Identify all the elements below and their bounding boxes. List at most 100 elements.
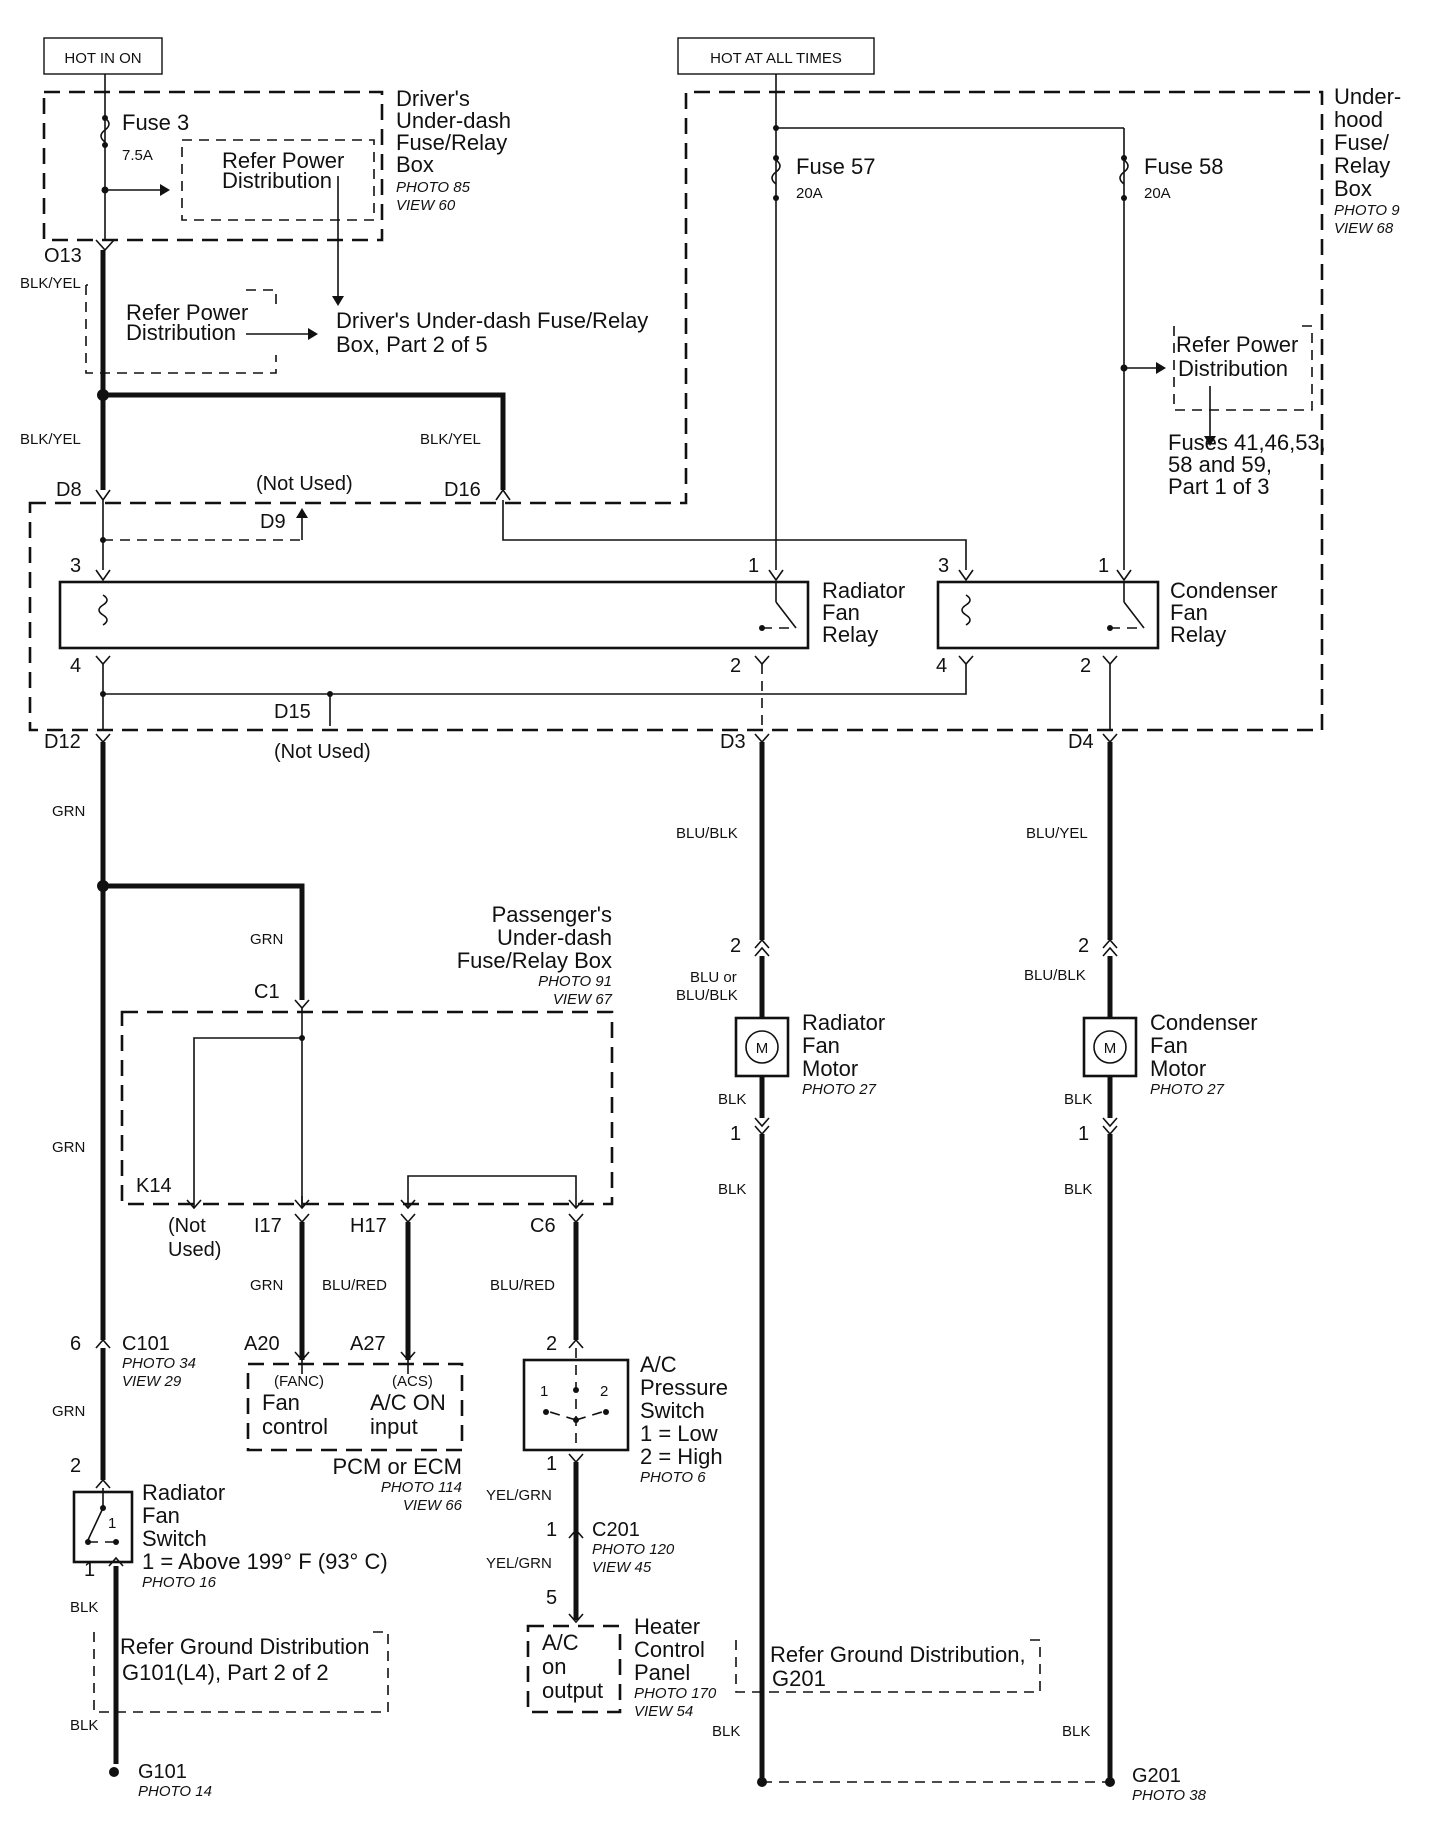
rad-switch-t2: Fan <box>142 1503 180 1528</box>
g101-refer2: G101(L4), Part 2 of 2 <box>122 1660 329 1685</box>
connector-k14: K14 <box>136 1175 172 1197</box>
ac-switch-t2: Pressure <box>640 1375 728 1400</box>
rad-switch-t4: 1 = Above 199° F (93° C) <box>142 1549 388 1574</box>
rad-motor-pin1: 1 <box>730 1123 741 1145</box>
heater-box3: output <box>542 1678 603 1703</box>
rad-relay-title1: Radiator <box>822 578 905 603</box>
wire-yel-grn-2: YEL/GRN <box>486 1555 552 1572</box>
wire-blu-blk-2: BLU/BLK <box>676 987 738 1004</box>
underhood-view: VIEW 68 <box>1334 220 1394 237</box>
condenser-fan-motor: M Condenser Fan Motor PHOTO 27 <box>1082 1010 1258 1098</box>
connector-d12: D12 <box>44 731 81 753</box>
wire-blk-yel-3: BLK/YEL <box>420 431 481 448</box>
ac-switch-pin1: 1 <box>546 1453 557 1475</box>
rad-relay-pin2: 2 <box>730 655 741 677</box>
wire-blk-5: BLK <box>1064 1181 1092 1198</box>
passengers-fuse-relay-box: Passenger's Under-dash Fuse/Relay Box PH… <box>120 902 614 1210</box>
driver-ref-target1: Driver's Under-dash Fuse/Relay <box>336 308 648 333</box>
wire-blk-3: BLK <box>712 1723 740 1740</box>
wire-blk-4: BLK <box>1064 1091 1092 1108</box>
ground-g201: G201 <box>1132 1765 1181 1787</box>
rad-motor-title2: Fan <box>802 1033 840 1058</box>
con-motor-pin1: 1 <box>1078 1123 1089 1145</box>
driver-refer-power-box: Refer Power Distribution Driver's Under-… <box>85 284 648 374</box>
con-motor-photo: PHOTO 27 <box>1150 1081 1225 1098</box>
drivers-fuse-relay-box: Fuse 3 7.5A Refer Power Distribution Dri… <box>42 74 511 306</box>
wire-grn-5: GRN <box>52 1403 85 1420</box>
passenger-title3: Fuse/Relay Box <box>457 948 612 973</box>
con-relay-title3: Relay <box>1170 622 1226 647</box>
ac-pressure-switch: 1 2 A/C Pressure Switch 1 = Low 2 = High… <box>522 1348 728 1486</box>
fuse-3-label: Fuse 3 <box>122 110 189 135</box>
heater-photo: PHOTO 170 <box>634 1685 717 1702</box>
wire-blk-7: BLK <box>70 1599 98 1616</box>
driver-refer1: Refer Power <box>222 148 344 173</box>
connector-d8: D8 <box>56 479 82 501</box>
pcm-acon2: input <box>370 1414 418 1439</box>
ground-g201-icon <box>1105 1777 1115 1787</box>
wire-grn-1: GRN <box>52 803 85 820</box>
g101-photo: PHOTO 14 <box>138 1783 212 1800</box>
hot-at-all-times-label: HOT AT ALL TIMES <box>710 50 842 67</box>
drivers-box-title4: Box <box>396 152 434 177</box>
con-relay-title1: Condenser <box>1170 578 1278 603</box>
rad-relay-title3: Relay <box>822 622 878 647</box>
motor-icon <box>745 1030 779 1064</box>
drivers-box-view: VIEW 60 <box>396 197 456 214</box>
g101-refer-box: Refer Ground Distribution G101(L4), Part… <box>93 1631 389 1713</box>
underhood-refer2: Distribution <box>1178 356 1288 381</box>
con-relay-pin1: 1 <box>1098 555 1109 577</box>
wire-blu-blk-3: BLU/BLK <box>1024 967 1086 984</box>
pcm-title: PCM or ECM <box>332 1454 462 1479</box>
underhood-title5: Box <box>1334 176 1372 201</box>
con-motor-title3: Motor <box>1150 1056 1206 1081</box>
ac-switch-inner2: 2 <box>600 1383 608 1400</box>
heater-view: VIEW 54 <box>634 1703 693 1720</box>
underhood-refer1: Refer Power <box>1176 332 1298 357</box>
fuse-57-rating: 20A <box>796 185 823 202</box>
underhood-fuses2: 58 and 59, <box>1168 452 1272 477</box>
passenger-photo: PHOTO 91 <box>538 973 612 990</box>
ac-switch-pin2: 2 <box>546 1333 557 1355</box>
con-motor-pin2: 2 <box>1078 935 1089 957</box>
heater-pin5: 5 <box>546 1587 557 1609</box>
ac-switch-t3: Switch <box>640 1398 705 1423</box>
wire-blk-yel-2: BLK/YEL <box>20 431 81 448</box>
driver-refer2: Distribution <box>222 168 332 193</box>
g201-refer-box: Refer Ground Distribution, G201 <box>735 1639 1041 1693</box>
motor-icon <box>1093 1030 1127 1064</box>
underhood-fuses1: Fuses 41,46,53, <box>1168 430 1326 455</box>
connector-c1: C1 <box>254 981 280 1003</box>
c201-pin1: 1 <box>546 1519 557 1541</box>
pcm-acs: (ACS) <box>392 1373 433 1390</box>
pcm-view: VIEW 66 <box>403 1497 463 1514</box>
rad-switch-photo: PHOTO 16 <box>142 1574 217 1591</box>
rad-relay-pin4: 4 <box>70 655 81 677</box>
rad-motor-title1: Radiator <box>802 1010 885 1035</box>
rad-relay-pin3: 3 <box>70 555 81 577</box>
drivers-box-title1: Driver's <box>396 86 470 111</box>
ac-switch-photo: PHOTO 6 <box>640 1469 706 1486</box>
passenger-title1: Passenger's <box>492 902 612 927</box>
connector-c201: C201 <box>592 1519 640 1541</box>
pcm-fan2: control <box>262 1414 328 1439</box>
k14-not1: (Not <box>168 1215 206 1237</box>
ac-switch-inner1: 1 <box>540 1383 548 1400</box>
heater-box2: on <box>542 1654 566 1679</box>
ac-switch-t4: 1 = Low <box>640 1421 718 1446</box>
connector-d3: D3 <box>720 731 746 753</box>
passenger-title2: Under-dash <box>497 925 612 950</box>
connector-a20: A20 <box>244 1333 280 1355</box>
ac-switch-t5: 2 = High <box>640 1444 723 1469</box>
underhood-fuse-relay-box: Fuse 57 20A Fuse 58 20A Under- hood Fuse… <box>28 74 1401 732</box>
wire-blk-1: BLK <box>718 1091 746 1108</box>
rad-motor-title3: Motor <box>802 1056 858 1081</box>
con-relay-pin3: 3 <box>938 555 949 577</box>
ground-g101: G101 <box>138 1761 187 1783</box>
fuse-3-rating: 7.5A <box>122 147 153 164</box>
heater-t3: Panel <box>634 1660 690 1685</box>
g201-refer1: Refer Ground Distribution, <box>770 1642 1026 1667</box>
hot-in-on-label: HOT IN ON <box>64 50 141 67</box>
drivers-box-title2: Under-dash <box>396 108 511 133</box>
